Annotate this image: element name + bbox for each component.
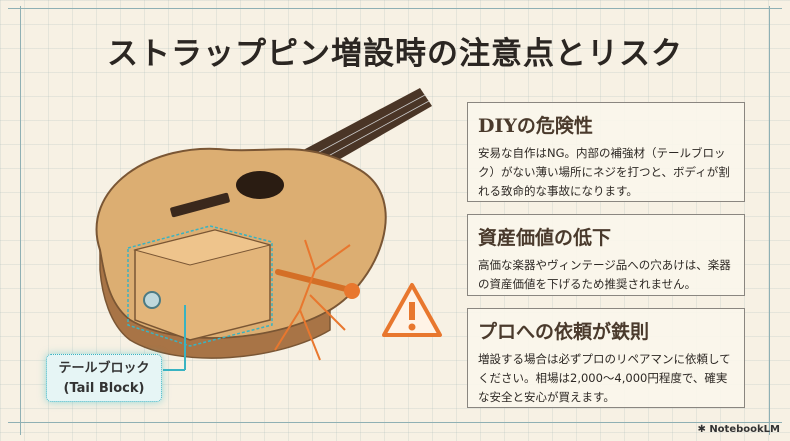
frame-line bbox=[20, 6, 21, 435]
panel-heading: プロへの依頼が鉄則 bbox=[478, 321, 650, 343]
callout-label-ja: テールブロック bbox=[58, 361, 150, 376]
ukulele-illustration bbox=[95, 88, 442, 371]
tail-block-callout: テールブロック (Tail Block) bbox=[46, 354, 162, 402]
crack-lines bbox=[274, 239, 351, 361]
frame-line bbox=[8, 422, 782, 423]
panel-asset-value: 資産価値の低下 高価な楽器やヴィンテージ品への穴あけは、楽器の資産価値を下げるた… bbox=[467, 214, 745, 296]
callout-label-en: (Tail Block) bbox=[63, 381, 145, 396]
panel-pro-request: プロへの依頼が鉄則 増設する場合は必ずプロのリペアマンに依頼してください。相場は… bbox=[467, 308, 745, 408]
panel-heading: 資産価値の低下 bbox=[478, 227, 612, 249]
notebooklm-logo-icon: ✱ bbox=[697, 424, 710, 435]
brand-watermark: ✱ NotebookLM bbox=[697, 424, 780, 435]
frame-line bbox=[769, 6, 770, 435]
screw bbox=[275, 269, 353, 293]
panel-heading: DIYの危険性 bbox=[478, 115, 593, 137]
warning-icon bbox=[382, 283, 442, 337]
panel-body: 安易な自作はNG。内部の補強材（テールブロック）がない薄い場所にネジを打つと、ボ… bbox=[478, 146, 730, 198]
panel-body: 高価な楽器やヴィンテージ品への穴あけは、楽器の資産価値を下げるため推奨されません… bbox=[478, 258, 731, 291]
frame-line bbox=[8, 8, 782, 9]
bridge bbox=[170, 192, 230, 218]
sound-hole bbox=[236, 171, 284, 199]
panel-diy-risk: DIYの危険性 安易な自作はNG。内部の補強材（テールブロック）がない薄い場所に… bbox=[467, 102, 745, 202]
page-title: ストラップピン増設時の注意点とリスク bbox=[107, 36, 683, 72]
strap-pin bbox=[143, 291, 161, 309]
panel-body: 増設する場合は必ずプロのリペアマンに依頼してください。相場は2,000〜4,00… bbox=[478, 352, 731, 404]
